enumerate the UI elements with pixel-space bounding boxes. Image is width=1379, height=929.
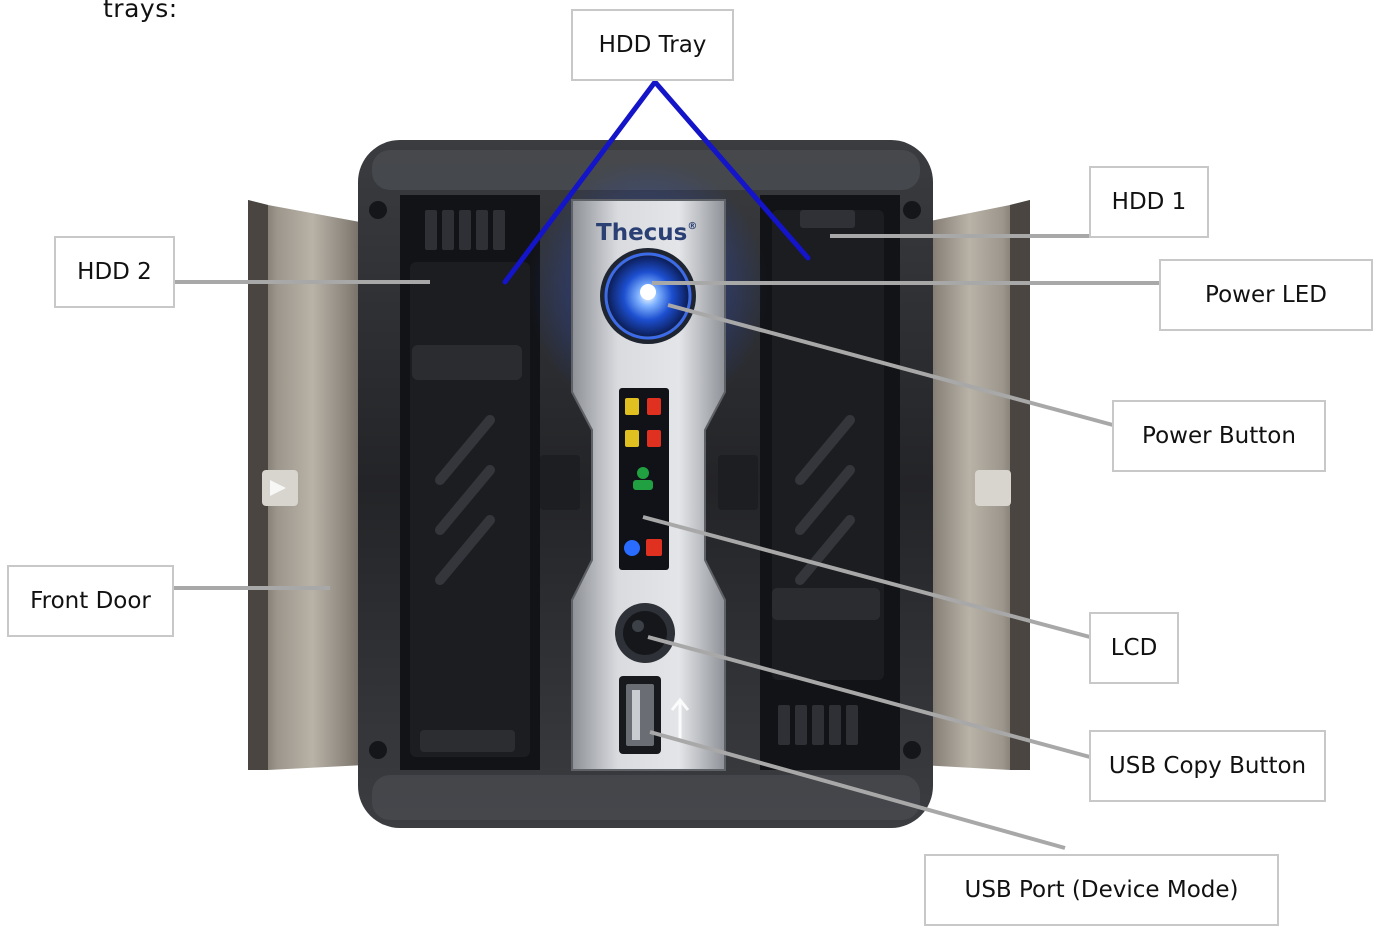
callout-hdd-2: HDD 2 <box>54 236 175 308</box>
callout-front-door: Front Door <box>7 565 174 637</box>
front-door-left <box>248 200 365 770</box>
hdd-2-tray <box>400 195 540 770</box>
front-door-right <box>920 200 1030 770</box>
callout-usb-port: USB Port (Device Mode) <box>924 854 1279 926</box>
usb-copy-button-illustration <box>615 603 675 663</box>
hdd-1-tray <box>760 195 900 770</box>
callout-hdd-1: HDD 1 <box>1089 166 1209 238</box>
callout-lcd: LCD <box>1089 612 1179 684</box>
callout-power-led: Power LED <box>1159 259 1373 331</box>
lcd-panel-illustration <box>619 388 669 570</box>
callout-power-button: Power Button <box>1112 400 1326 472</box>
intro-text: trays: <box>103 0 178 23</box>
power-button-illustration <box>600 248 696 344</box>
callout-usb-copy-button: USB Copy Button <box>1089 730 1326 802</box>
thecus-logo: Thecus® <box>596 220 697 246</box>
callout-hdd-tray: HDD Tray <box>571 9 734 81</box>
